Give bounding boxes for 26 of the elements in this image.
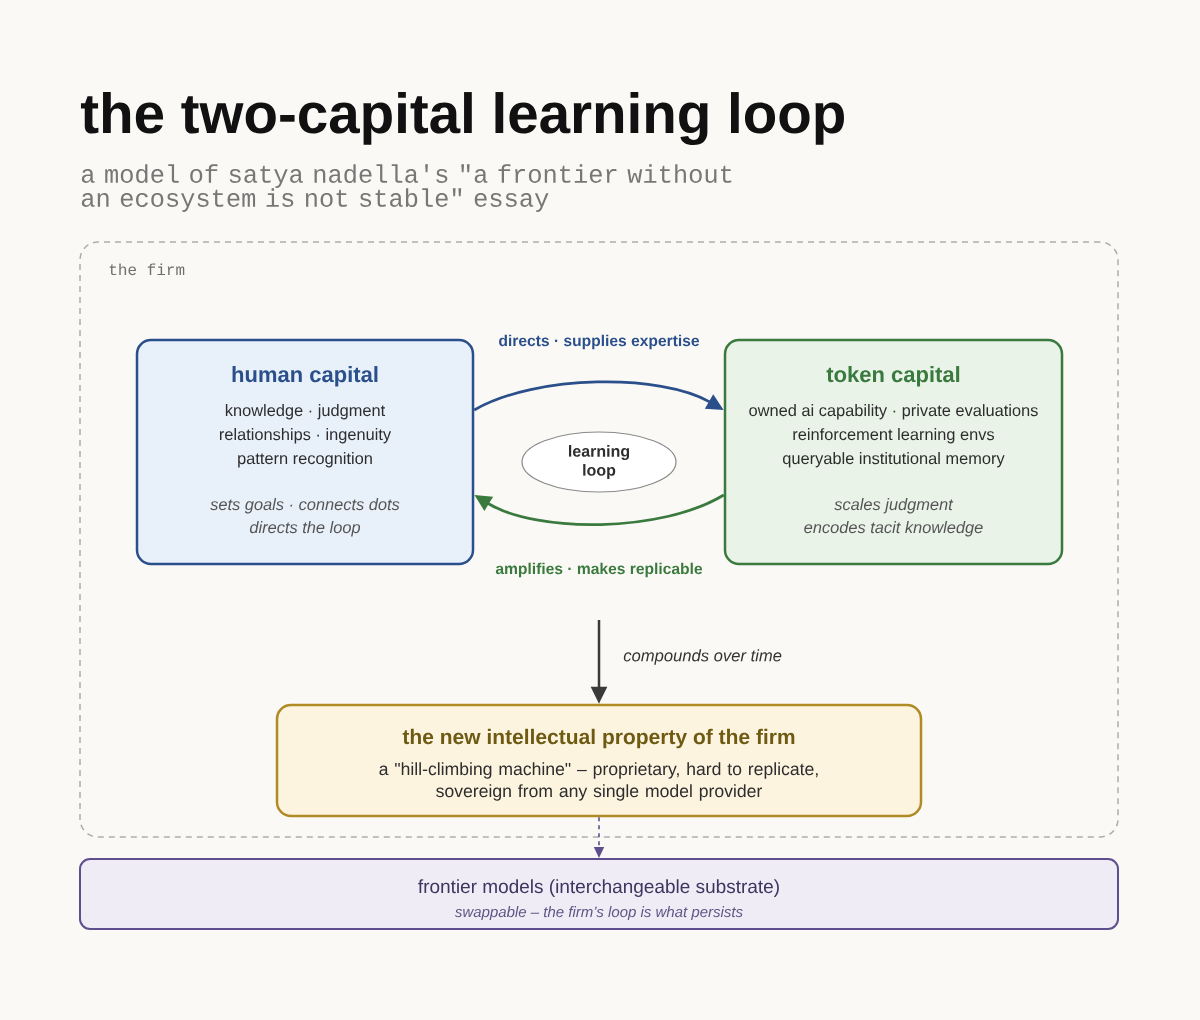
title: the two-capital learning loop [80, 92, 844, 145]
card-note: scales judgment [834, 498, 954, 514]
card-text: reinforcement learning envs [793, 428, 995, 444]
container-label: the firm [109, 263, 185, 276]
box-text: a "hill-climbing machine" – proprietary, hard to replicate, sovereign from any single model provider [379, 762, 818, 801]
card-text: knowledge · judgment [225, 404, 386, 420]
box-heading: the new intellectual property of the firm [402, 728, 795, 749]
card-text: pattern recognition [238, 452, 372, 468]
box-note: swappable – the firm’s loop is what persists [454, 906, 743, 921]
card-text: owned ai capability · private evaluations [749, 404, 1038, 420]
subtitle: a model of satya nadella's "a frontier without an ecosystem is not stable" essay [81, 164, 732, 212]
base-box [79, 858, 1119, 930]
box-heading: frontier models (interchangeable substrate) [418, 879, 779, 897]
edge-label: compounds over time [621, 647, 784, 667]
card-note: sets goals · connects dots [210, 498, 400, 514]
dashed-container [79, 241, 1119, 838]
ellipse-node: learning loop [521, 431, 677, 493]
card-text: queryable institutional memory [783, 452, 1005, 468]
card-note: directs the loop [249, 521, 361, 537]
card-heading: human capital [232, 366, 378, 387]
card-heading: token capital [826, 366, 960, 387]
card-box [135, 338, 475, 566]
card-text: relationships · ingenuity [219, 428, 392, 444]
highlight-box [275, 703, 923, 818]
card-box [723, 338, 1064, 566]
card-note: encodes tacit knowledge [804, 521, 983, 537]
